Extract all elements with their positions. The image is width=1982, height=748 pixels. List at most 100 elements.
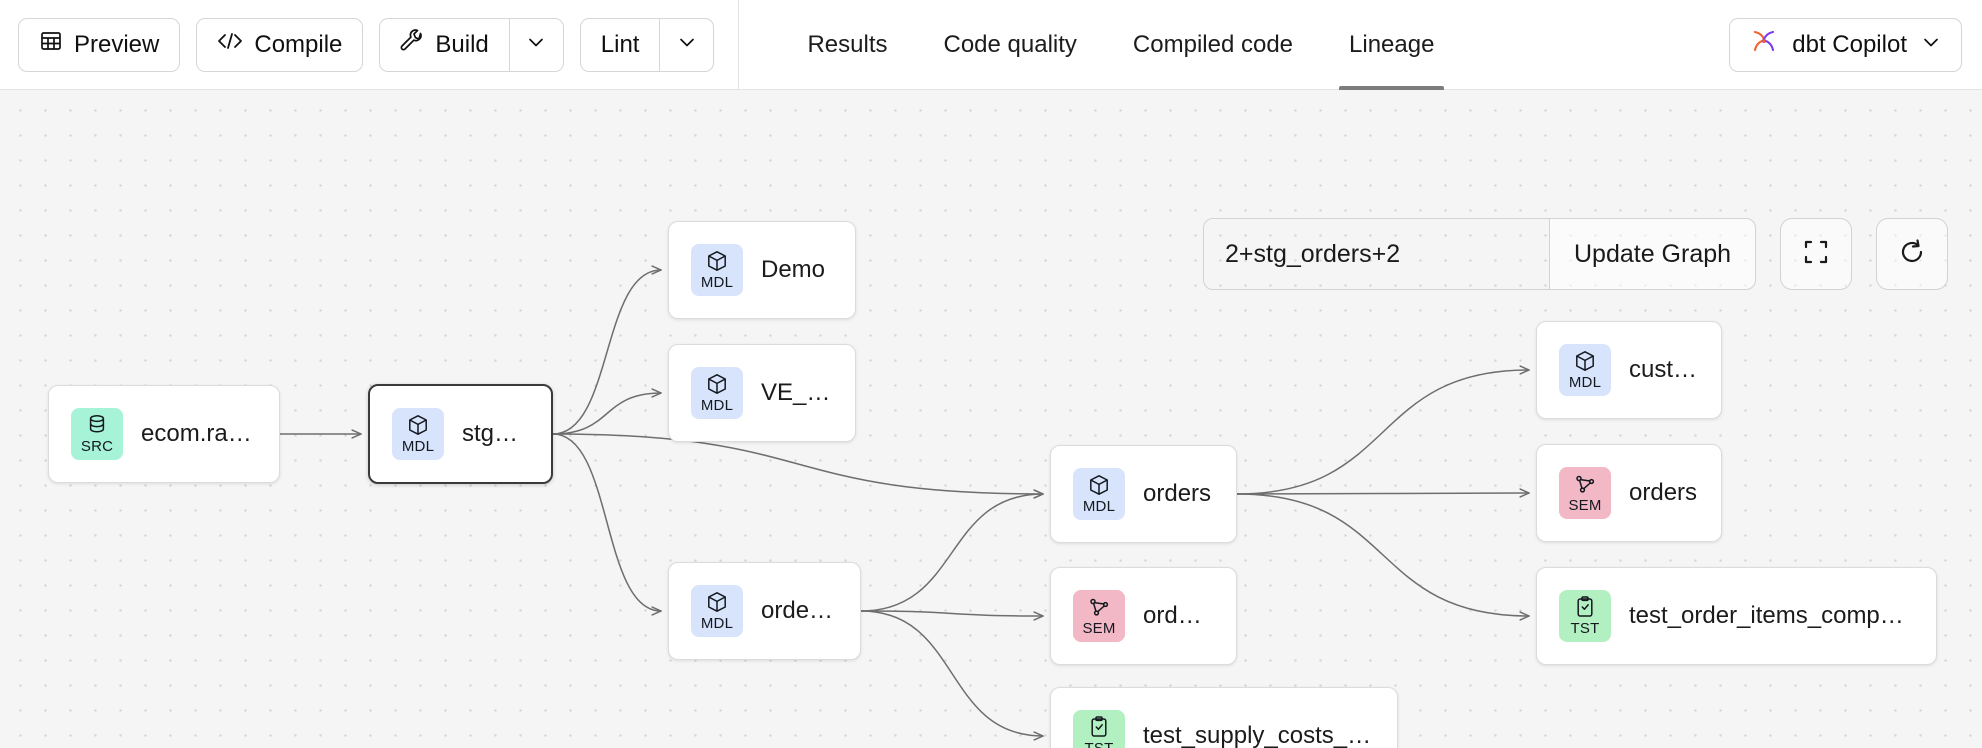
lineage-edge <box>1236 493 1529 616</box>
node-label: order_item <box>1143 602 1214 629</box>
selector-group: Update Graph <box>1203 218 1757 290</box>
node-type-badge-src: SRC <box>71 408 123 460</box>
cube-icon <box>705 590 729 614</box>
node-type-label: MDL <box>1082 498 1116 515</box>
node-type-badge-mdl: MDL <box>691 367 743 419</box>
node-label: order_items <box>761 597 838 624</box>
lineage-node-customers[interactable]: MDL customers <box>1536 321 1722 419</box>
fullscreen-button[interactable] <box>1780 218 1853 290</box>
editor-action-buttons: Preview Compile Build <box>0 0 715 89</box>
tab-results[interactable]: Results <box>779 0 915 90</box>
lineage-edge <box>552 270 661 435</box>
lineage-edge <box>552 433 661 611</box>
dbt-copilot-button[interactable]: dbt Copilot <box>1729 17 1962 72</box>
cube-icon <box>705 372 729 396</box>
node-type-label: MDL <box>700 615 734 632</box>
node-type-badge-mdl: MDL <box>392 408 444 460</box>
tab-compiled-code[interactable]: Compiled code <box>1105 0 1321 90</box>
node-type-label: TST <box>1085 740 1114 748</box>
build-button[interactable]: Build <box>380 19 508 71</box>
preview-button[interactable]: Preview <box>18 17 181 72</box>
node-label: test_order_items_compute_to_bools_c… <box>1629 602 1914 629</box>
node-type-badge-tst: TST <box>1559 590 1611 642</box>
node-label: stg_orders <box>462 420 529 447</box>
lineage-edge <box>860 494 1043 612</box>
lineage-node-orders_mdl[interactable]: MDL orders <box>1050 445 1237 543</box>
node-type-badge-sem: SEM <box>1559 467 1611 519</box>
tab-code-quality-label: Code quality <box>943 30 1077 58</box>
lineage-node-demo[interactable]: MDL Demo <box>668 221 856 319</box>
node-label: Demo <box>761 256 826 283</box>
semantic-icon <box>1573 472 1597 496</box>
node-type-label: MDL <box>401 438 435 455</box>
update-graph-button[interactable]: Update Graph <box>1549 219 1756 289</box>
build-dropdown-toggle[interactable] <box>508 18 563 71</box>
wrench-icon <box>400 29 424 60</box>
tab-compiled-code-label: Compiled code <box>1132 30 1294 58</box>
node-type-label: SRC <box>80 438 114 455</box>
chevron-down-icon <box>677 32 697 57</box>
dbt-copilot-label: dbt Copilot <box>1792 30 1907 58</box>
lineage-node-raw_orders[interactable]: SRC ecom.raw_orders <box>48 385 280 483</box>
lineage-node-order_item[interactable]: SEM order_item <box>1050 567 1237 665</box>
lineage-edge <box>860 610 1043 616</box>
lineage-node-ve_demo[interactable]: MDL VE_Demo <box>668 344 856 442</box>
cube-icon <box>406 413 430 437</box>
code-brackets-icon <box>217 30 243 59</box>
build-button-group: Build <box>379 17 564 72</box>
node-type-label: MDL <box>1568 374 1602 391</box>
lineage-node-stg_orders[interactable]: MDL stg_orders <box>368 384 553 484</box>
lineage-edge <box>1236 493 1529 494</box>
node-label: test_supply_costs_sum_correctly <box>1143 722 1375 748</box>
node-label: orders <box>1143 480 1212 507</box>
lineage-edge <box>860 610 1043 736</box>
lineage-edge <box>1236 370 1529 495</box>
lineage-node-test_order[interactable]: TST test_order_items_compute_to_bools_c… <box>1536 567 1937 665</box>
lineage-canvas[interactable]: Update Graph SRCecom.raw_ordersMDLstg_or… <box>0 90 1982 748</box>
lint-button[interactable]: Lint <box>581 19 660 71</box>
refresh-icon <box>1896 236 1928 273</box>
top-right-actions: dbt Copilot <box>1729 17 1962 72</box>
database-icon <box>85 413 109 437</box>
node-type-label: TST <box>1570 620 1600 637</box>
node-type-label: MDL <box>700 274 734 291</box>
compile-button-label: Compile <box>254 30 343 58</box>
clipboard-check-icon <box>1087 715 1111 739</box>
refresh-button[interactable] <box>1876 218 1949 290</box>
lint-dropdown-toggle[interactable] <box>659 18 713 71</box>
cube-icon <box>1087 473 1111 497</box>
chevron-down-icon <box>1921 31 1941 59</box>
update-graph-label: Update Graph <box>1574 239 1732 268</box>
lint-button-label: Lint <box>600 30 640 58</box>
node-type-label: MDL <box>700 397 734 414</box>
lineage-node-test_supply[interactable]: TST test_supply_costs_sum_correctly <box>1050 687 1398 748</box>
clipboard-check-icon <box>1573 595 1597 619</box>
semantic-icon <box>1087 595 1111 619</box>
compile-button[interactable]: Compile <box>196 17 364 72</box>
dbt-selector-input[interactable] <box>1204 219 1549 289</box>
tab-results-label: Results <box>807 30 888 58</box>
node-type-badge-mdl: MDL <box>1073 468 1125 520</box>
lineage-edge <box>552 433 1043 494</box>
cube-icon <box>1573 349 1597 373</box>
toolbar-divider <box>738 0 740 90</box>
node-type-badge-mdl: MDL <box>691 244 743 296</box>
node-label: VE_Demo <box>761 379 833 406</box>
node-type-badge-mdl: MDL <box>1559 344 1611 396</box>
tab-code-quality[interactable]: Code quality <box>916 0 1105 90</box>
node-label: ecom.raw_orders <box>141 420 257 447</box>
lineage-node-orders_sem[interactable]: SEM orders <box>1536 444 1722 542</box>
cube-icon <box>705 249 729 273</box>
lineage-node-order_items[interactable]: MDL order_items <box>668 562 861 660</box>
node-label: customers <box>1629 356 1699 383</box>
tab-lineage-label: Lineage <box>1349 30 1435 58</box>
node-label: orders <box>1629 479 1698 506</box>
tab-lineage[interactable]: Lineage <box>1321 0 1462 90</box>
fullscreen-icon <box>1800 236 1832 273</box>
table-icon <box>39 29 63 60</box>
panel-tabs: Results Code quality Compiled code Linea… <box>779 0 1462 90</box>
node-type-badge-sem: SEM <box>1073 590 1125 642</box>
chevron-down-icon <box>526 32 546 57</box>
node-type-badge-tst: TST <box>1073 710 1125 748</box>
graph-controls: Update Graph <box>1203 218 1949 290</box>
